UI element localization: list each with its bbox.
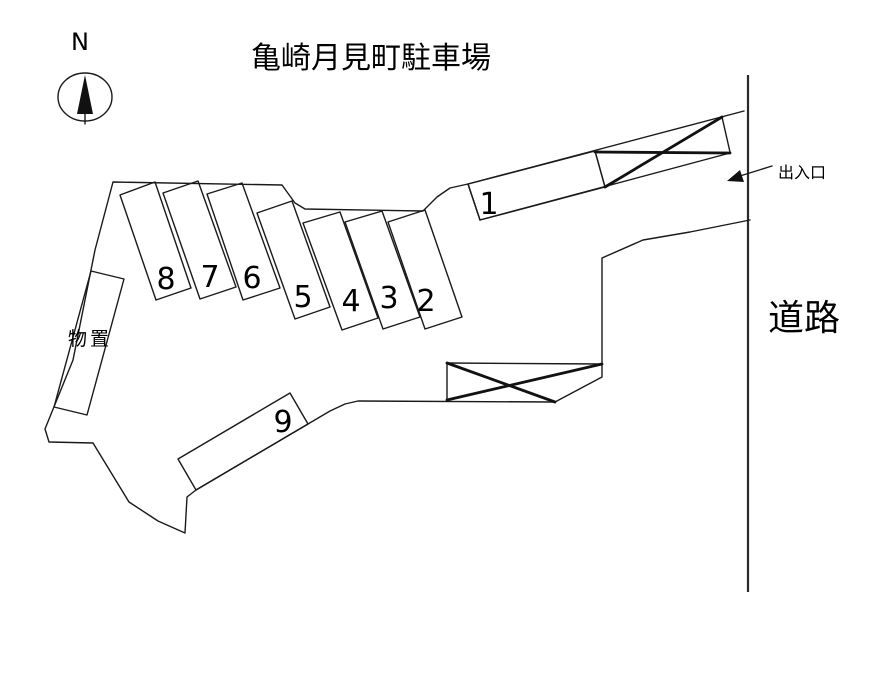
upper-parking-strip [467,116,731,221]
parking-space-outline [467,150,606,221]
parking-space-number: 4 [341,284,360,319]
parking-space-number: 9 [273,405,292,440]
storage-shed-outline [53,270,125,416]
lot-boundary [44,110,751,534]
parking-space-3: 3 [344,210,421,330]
blocked-space-top-edge [446,362,603,365]
parking-space-outline [162,180,237,300]
entrance-annotation: 出入口 [727,163,826,182]
blocked-space-middle [445,361,604,404]
parking-space-1: 1 [467,150,606,222]
compass-north-indicator: N [57,28,113,125]
map-title: 亀崎月見町駐車場 [251,41,491,76]
parking-space-outline [256,200,331,320]
parking-space-number: 6 [242,261,261,296]
road-label: 道路 [768,298,840,339]
parking-space-outline [177,392,309,491]
x-mark-icon [445,362,604,402]
storage-shed-label: 物置 [68,328,112,350]
parking-space-8: 8 [119,181,192,301]
parking-space-6: 6 [206,182,281,301]
blocked-space-upper [593,115,732,189]
parking-space-outline [302,211,379,331]
parking-space-number: 5 [293,280,312,315]
parking-space-5: 5 [256,200,331,320]
parking-space-outline [387,209,463,330]
north-arrow-icon [77,75,93,114]
upper-strip-right-cap [721,116,731,153]
parking-space-4: 4 [302,211,379,331]
parking-space-2: 2 [387,209,463,330]
entrance-label: 出入口 [778,163,826,182]
parking-space-outline [344,210,421,330]
parking-space-outline [206,182,281,301]
parking-space-number: 8 [156,262,175,297]
parking-space-9: 9 [177,392,309,491]
entrance-arrow-line [739,165,773,177]
x-mark-icon [603,115,724,189]
parking-space-outline [119,181,192,301]
compass-n-label: N [71,28,89,56]
parking-space-number: 7 [200,260,219,295]
x-mark-icon [445,361,557,404]
parking-space-7: 7 [162,180,237,300]
entrance-arrow-icon [727,170,744,182]
parking-space-number: 3 [379,281,398,316]
parking-space-number: 2 [416,284,435,319]
parking-space-number: 1 [479,187,498,222]
storage-shed: 物置 [53,270,125,416]
